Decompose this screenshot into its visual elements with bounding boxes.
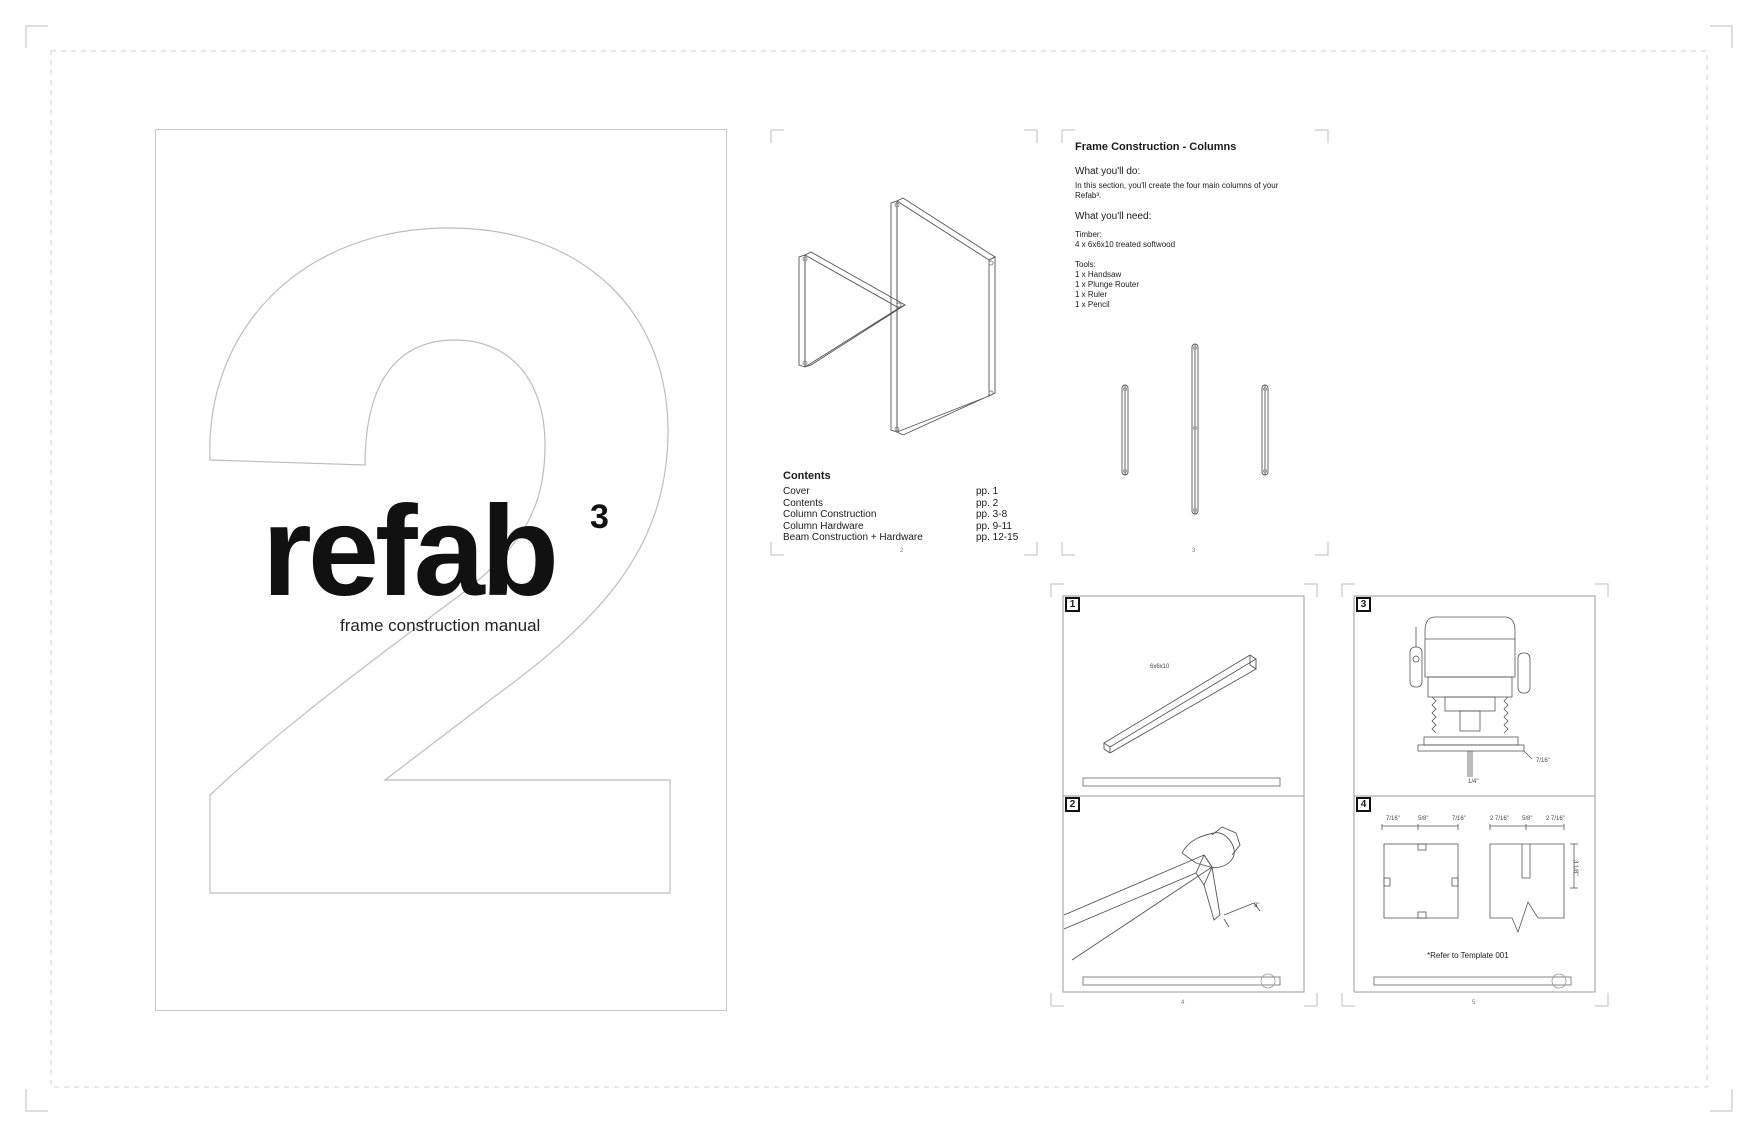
- plunge-router-drawing: [1409, 616, 1533, 777]
- columns-drawing: [1121, 343, 1269, 515]
- timber-beam-drawing: [1103, 654, 1257, 754]
- contents-heading: Contents: [783, 470, 831, 482]
- contents-list: Cover pp. 1 Contents pp. 2 Column Constr…: [783, 486, 1019, 543]
- page-number: 2: [900, 548, 904, 554]
- step-2-dimension: 8": [1254, 903, 1260, 909]
- section-title: Frame Construction - Columns: [1075, 141, 1237, 153]
- step-4-dimension: 7/16": [1452, 816, 1466, 822]
- step-4-scale-bar: [1373, 973, 1572, 989]
- step-2-badge: 2: [1065, 797, 1080, 812]
- step-4-dimension: 5/8": [1522, 816, 1533, 822]
- step-1-label: 6x6x10: [1150, 664, 1170, 670]
- router-cut-drawing: [1064, 826, 1261, 961]
- page-4-frame: [1050, 583, 1318, 1007]
- tools-list: Tools: 1 x Handsaw 1 x Plunge Router 1 x…: [1075, 260, 1140, 309]
- brand-superscript: 3: [590, 498, 609, 536]
- step-3-badge: 3: [1356, 597, 1371, 612]
- cover-subtitle: frame construction manual: [340, 616, 541, 635]
- step-4-badge: 4: [1356, 797, 1371, 812]
- step-3-bit-dimension: 1/4": [1468, 779, 1479, 785]
- page-number: 3: [1192, 548, 1196, 554]
- what-do-text: In this section, you'll create the four …: [1075, 181, 1279, 200]
- columns-page-frame: [1061, 129, 1329, 556]
- step-1-scale-bar: [1082, 777, 1281, 787]
- cover-numeral-outline: [209, 227, 671, 894]
- step-4-vertical-dimension: 3 1/8": [1572, 860, 1578, 876]
- template-reference-note: *Refer to Template 001: [1427, 951, 1509, 960]
- page-number: 4: [1181, 1000, 1185, 1006]
- what-need-heading: What you'll need:: [1075, 211, 1152, 222]
- step-4-dimension: 2 7/16": [1490, 816, 1509, 822]
- step-4-dimension: 2 7/16": [1546, 816, 1565, 822]
- what-do-heading: What you'll do:: [1075, 166, 1141, 177]
- frame-isometric-drawing: [798, 197, 996, 435]
- step-1-badge: 1: [1065, 597, 1080, 612]
- step-3-depth-dimension: 7/16": [1536, 758, 1550, 764]
- step-4-dimension: 5/8": [1418, 816, 1429, 822]
- page-number: 5: [1472, 1000, 1476, 1006]
- step-4-dimension: 7/16": [1386, 816, 1400, 822]
- step-2-scale-bar: [1082, 973, 1281, 989]
- contents-page-frame: [770, 129, 1038, 556]
- timber-list: Timber: 4 x 6x6x10 treated softwood: [1075, 230, 1176, 249]
- cover-page: [155, 129, 727, 1011]
- page-5-frame: [1341, 583, 1609, 1007]
- template-cut-drawing: [1381, 824, 1578, 934]
- brand-wordmark: refab: [262, 480, 559, 623]
